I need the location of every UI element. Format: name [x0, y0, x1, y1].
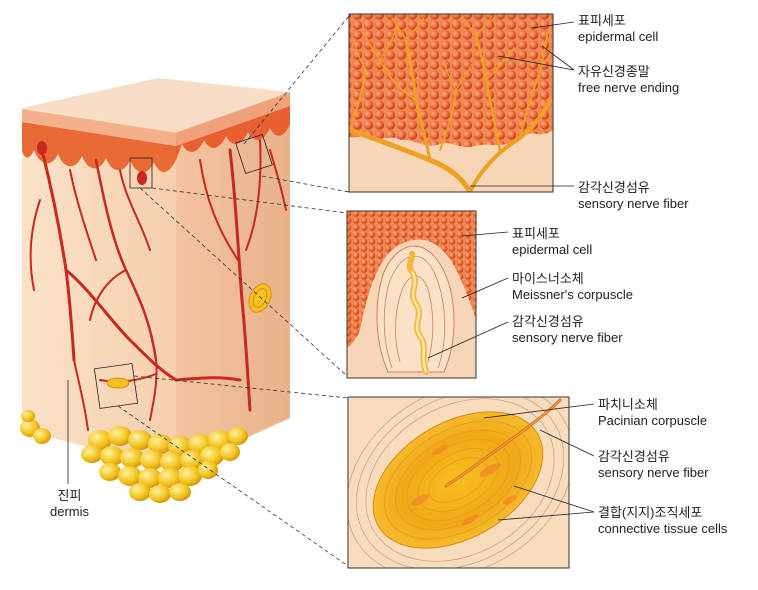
label-top-epidermal-cell: 표피세포 epidermal cell: [578, 13, 658, 45]
label-en: dermis: [50, 504, 90, 519]
epidermis-band-side: [176, 106, 290, 160]
label-ko: 표피세포: [512, 226, 560, 241]
zoom-box-free-nerve: [235, 133, 273, 175]
blood-vessels: [29, 139, 287, 431]
label-en: sensory nerve fiber: [578, 196, 689, 211]
pacinian-corpuscle-small: [106, 283, 272, 389]
label-ko: 마이스너소체: [512, 271, 584, 286]
label-top-sensory-nerve-fiber: 감각신경섬유 sensory nerve fiber: [578, 180, 689, 212]
label-ko: 자유신경종말: [578, 64, 650, 79]
label-en: free nerve ending: [578, 80, 680, 95]
skin-top-surface: [22, 78, 290, 132]
label-top-free-nerve-ending: 자유신경종말 free nerve ending: [578, 64, 679, 96]
panel-free-nerve-ending: [349, 14, 553, 192]
label-bot-connective-tissue-cells: 결합(지지)조직세포 connective tissue cells: [598, 505, 727, 537]
label-bot-sensory-nerve-fiber: 감각신경섬유 sensory nerve fiber: [598, 449, 709, 481]
panel-meissner-corpuscle: [347, 211, 476, 378]
subcutaneous-fat: [20, 410, 248, 503]
label-ko: 파치니소체: [598, 397, 658, 412]
label-bot-pacinian-corpuscle: 파치니소체 Pacinian corpuscle: [598, 397, 707, 429]
label-en: sensory nerve fiber: [512, 330, 623, 345]
panel-pacinian-corpuscle: [348, 397, 569, 568]
zoom-box-meissner: [129, 157, 153, 189]
meissner-corpuscle-small: [37, 141, 147, 185]
label-en: epidermal cell: [578, 29, 659, 44]
connector-lines: [117, 15, 350, 567]
label-ko: 진피: [57, 488, 82, 503]
label-en: connective tissue cells: [598, 521, 728, 536]
label-dermis: 진피 dermis: [50, 488, 89, 520]
leader-lines: [67, 21, 595, 521]
label-en: Pacinian corpuscle: [598, 413, 708, 428]
label-mid-epidermal-cell: 표피세포 epidermal cell: [512, 226, 592, 258]
label-mid-sensory-nerve-fiber: 감각신경섬유 sensory nerve fiber: [512, 314, 623, 346]
label-en: Meissner's corpuscle: [512, 287, 633, 302]
label-mid-meissner-corpuscle: 마이스너소체 Meissner's corpuscle: [512, 271, 633, 303]
label-ko: 표피세포: [578, 13, 626, 28]
skin-block: [20, 78, 290, 503]
label-en: epidermal cell: [512, 242, 593, 257]
zoom-box-pacinian: [93, 363, 139, 409]
label-en: sensory nerve fiber: [598, 465, 709, 480]
label-ko: 감각신경섬유: [598, 449, 670, 464]
label-ko: 감각신경섬유: [512, 314, 584, 329]
label-ko: 결합(지지)조직세포: [598, 505, 703, 520]
label-ko: 감각신경섬유: [578, 180, 650, 195]
epidermis-band-front: [22, 122, 176, 173]
